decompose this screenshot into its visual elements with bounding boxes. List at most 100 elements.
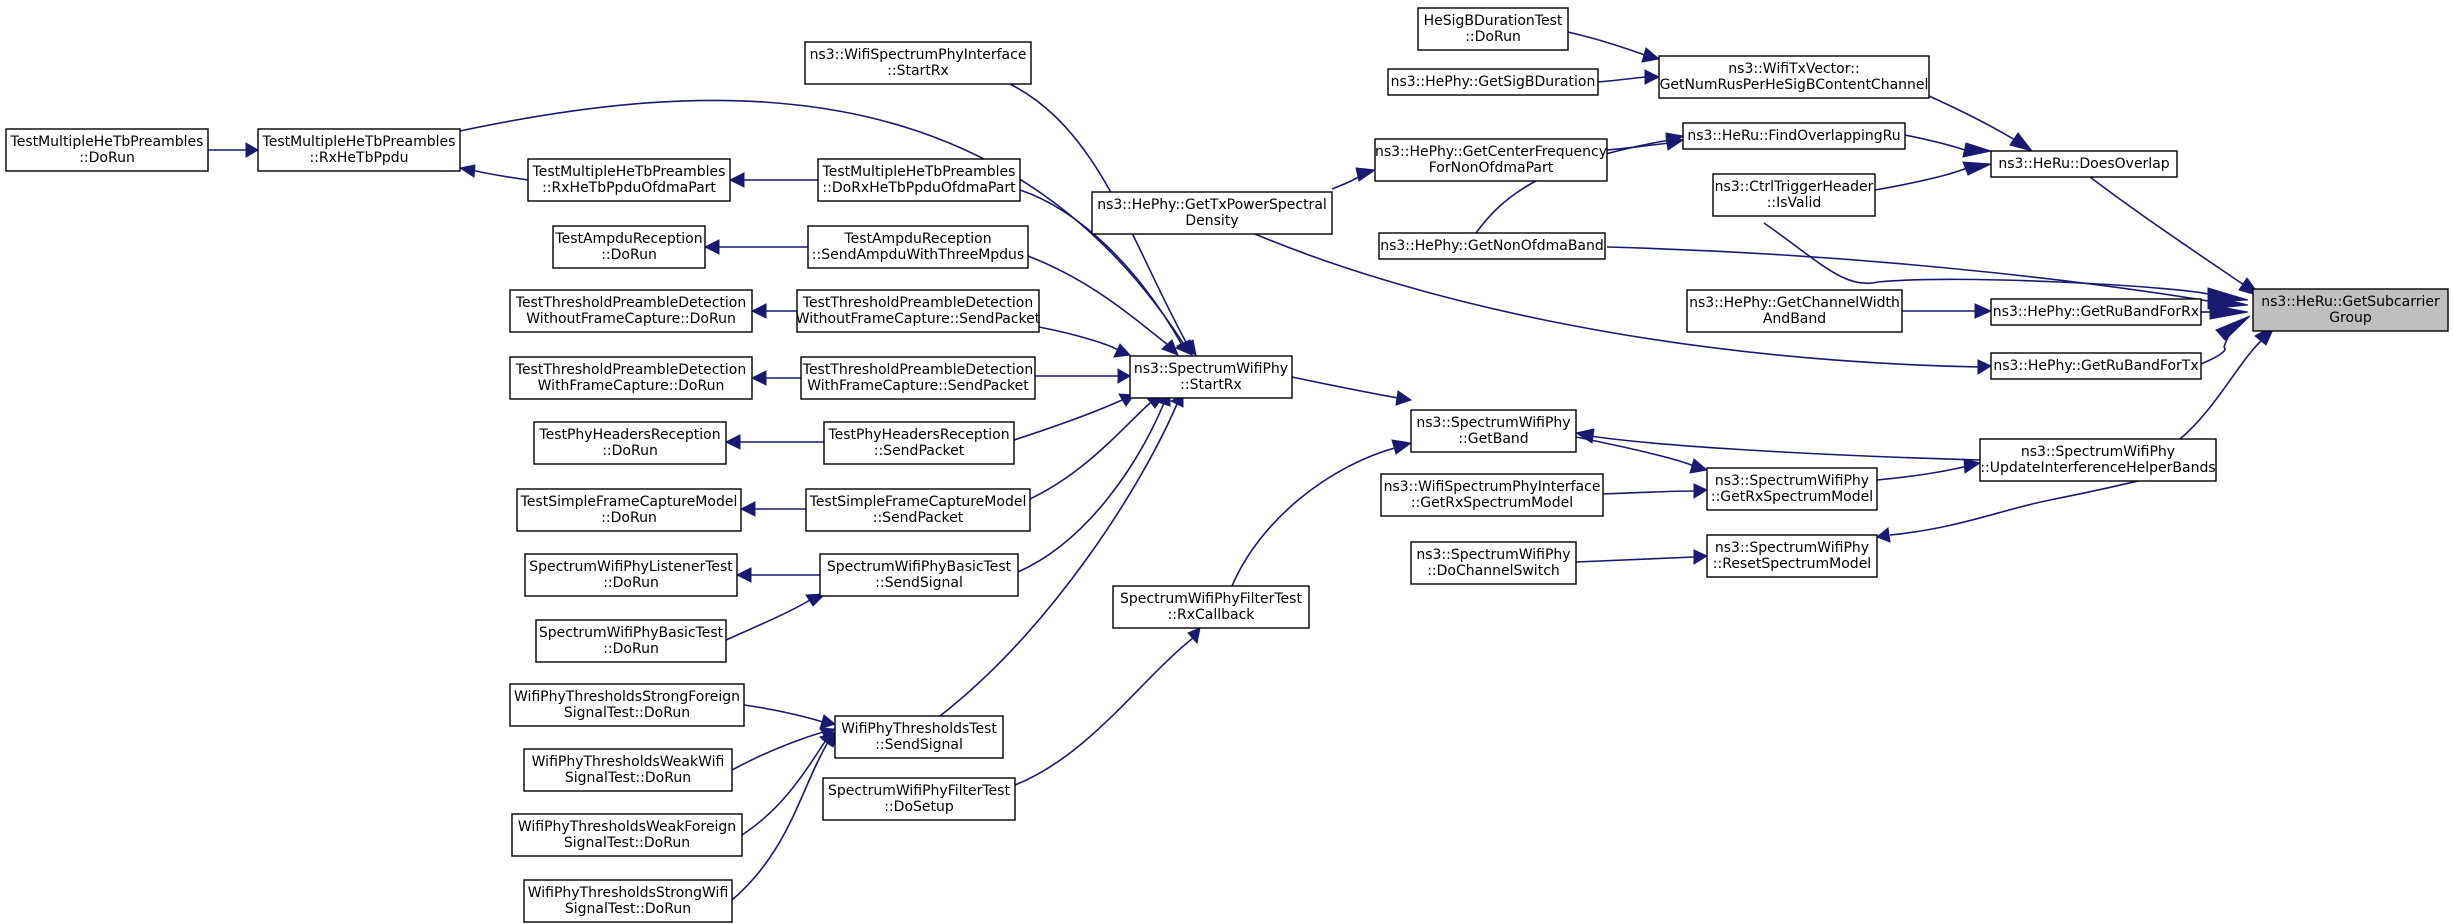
function-node[interactable]: TestThresholdPreambleDetectionWithoutFra…	[509, 289, 753, 333]
call-edge	[1902, 303, 1993, 319]
edge-line	[1763, 222, 2209, 295]
function-node[interactable]: TestThresholdPreambleDetectionWithFrameC…	[800, 356, 1036, 400]
arrow-head-icon	[750, 303, 767, 319]
node-label: ns3::SpectrumWifiPhy	[1416, 415, 1570, 431]
call-edge	[703, 239, 808, 255]
function-node[interactable]: SpectrumWifiPhyFilterTest::RxCallback	[1112, 585, 1310, 629]
function-node[interactable]: SpectrumWifiPhyListenerTest::DoRun	[524, 553, 738, 597]
function-node[interactable]: ns3::HePhy::GetRuBandForRx	[1990, 298, 2202, 326]
arrow-head-icon	[1962, 161, 1993, 176]
function-node[interactable]: SpectrumWifiPhyBasicTest::DoRun	[535, 619, 727, 663]
call-edge	[458, 164, 529, 181]
function-node[interactable]: ns3::WifiSpectrumPhyInterface::GetRxSpec…	[1380, 473, 1604, 517]
node-label: ns3::WifiSpectrumPhyInterface	[810, 47, 1027, 63]
function-node[interactable]: ns3::WifiSpectrumPhyInterface::StartRx	[804, 41, 1032, 85]
function-node[interactable]: HeSigBDurationTest::DoRun	[1417, 7, 1569, 51]
node-label: TestMultipleHeTbPreambles	[10, 134, 204, 150]
function-node[interactable]: WifiPhyThresholdsStrongForeignSignalTest…	[509, 683, 745, 727]
arrow-head-icon	[1665, 132, 1685, 148]
edge-line	[1575, 436, 1695, 467]
call-edge	[1606, 246, 2249, 310]
arrow-head-icon	[2207, 294, 2249, 310]
function-node[interactable]: WifiPhyThresholdsWeakWifiSignalTest::DoR…	[523, 748, 733, 792]
function-node[interactable]: TestPhyHeadersReception::SendPacket	[823, 421, 1015, 465]
arrow-head-icon	[728, 172, 745, 188]
function-node[interactable]: ns3::SpectrumWifiPhy::UpdateInterference…	[1979, 438, 2217, 482]
function-node[interactable]: ns3::HeRu::DoesOverlap	[1990, 150, 2178, 178]
call-edge	[743, 704, 837, 730]
node-box	[257, 128, 461, 172]
node-label: WifiPhyThresholdsStrongForeign	[514, 689, 740, 705]
function-node[interactable]: TestSimpleFrameCaptureModel::DoRun	[516, 488, 742, 532]
arrow-head-icon	[2209, 304, 2249, 320]
arrow-head-icon	[1977, 359, 1993, 375]
arrow-head-icon	[1187, 627, 1201, 645]
function-node[interactable]: TestAmpduReception::DoRun	[552, 225, 706, 269]
call-edge	[1597, 69, 1661, 85]
function-node[interactable]: TestThresholdPreambleDetectionWithFrameC…	[509, 356, 753, 400]
function-node[interactable]: SpectrumWifiPhyFilterTest::DoSetup	[822, 777, 1016, 821]
function-node[interactable]: SpectrumWifiPhyBasicTest::SendSignal	[819, 553, 1019, 597]
edge-line	[1291, 376, 1399, 399]
node-box	[509, 356, 753, 400]
function-node[interactable]: ns3::SpectrumWifiPhy::StartRx	[1129, 355, 1293, 399]
node-label: ::DoSetup	[884, 799, 954, 815]
call-edge	[724, 434, 824, 450]
function-node[interactable]: TestMultipleHeTbPreambles::RxHeTbPpdu	[257, 128, 461, 172]
call-edge	[1231, 439, 1413, 587]
function-node[interactable]: ns3::HePhy::GetRuBandForTx	[1990, 352, 2202, 380]
call-edge	[1331, 167, 1377, 190]
node-box	[552, 225, 706, 269]
function-node[interactable]: ns3::HePhy::GetSigBDuration	[1387, 68, 1599, 96]
function-node[interactable]: TestSimpleFrameCaptureModel::SendPacket	[805, 488, 1031, 532]
call-edge	[2201, 304, 2249, 320]
function-node[interactable]: ns3::HeRu::FindOverlappingRu	[1682, 122, 1906, 150]
node-label: ns3::CtrlTriggerHeader	[1715, 179, 1874, 195]
node-box	[817, 158, 1021, 202]
function-node[interactable]: ns3::SpectrumWifiPhy::DoChannelSwitch	[1410, 541, 1577, 585]
edge-line	[1602, 490, 1695, 495]
node-label: ::DoRxHeTbPpduOfdmaPart	[822, 180, 1016, 196]
function-node[interactable]: TestAmpduReception::SendAmpduWithThreeMp…	[807, 225, 1029, 269]
node-label: ns3::HePhy::GetRuBandForRx	[1993, 304, 2199, 320]
node-box	[1712, 173, 1876, 217]
arrow-head-icon	[1974, 303, 1993, 319]
function-node[interactable]: ns3::HePhy::GetCenterFrequencyForNonOfdm…	[1374, 138, 1608, 182]
edge-line	[1027, 255, 1169, 346]
node-box	[1686, 289, 1903, 333]
call-edge	[1602, 483, 1709, 499]
node-label: TestThresholdPreambleDetection	[515, 362, 746, 378]
node-label: ns3::SpectrumWifiPhy	[1134, 361, 1288, 377]
function-node[interactable]: TestMultipleHeTbPreambles::DoRun	[5, 128, 209, 172]
node-label: ::GetRxSpectrumModel	[1411, 495, 1573, 511]
node-label: SignalTest::DoRun	[565, 770, 691, 786]
function-node[interactable]: WifiPhyThresholdsWeakForeignSignalTest::…	[511, 813, 743, 857]
node-label: WifiPhyThresholdsStrongWifi	[528, 885, 729, 901]
node-box	[822, 777, 1016, 821]
function-node[interactable]: ns3::WifiTxVector::GetNumRusPerHeSigBCon…	[1658, 55, 1930, 99]
edge-line	[1017, 402, 1165, 573]
function-node[interactable]: WifiPhyThresholdsStrongWifiSignalTest::D…	[523, 879, 733, 923]
call-edge	[208, 142, 259, 158]
function-node[interactable]: ns3::SpectrumWifiPhy::GetRxSpectrumModel	[1706, 467, 1878, 511]
function-node[interactable]: ns3::SpectrumWifiPhy::GetBand	[1410, 409, 1577, 453]
function-node[interactable]: ns3::CtrlTriggerHeader::IsValid	[1712, 173, 1876, 217]
node-label: SpectrumWifiPhyBasicTest	[827, 559, 1012, 575]
function-node[interactable]: TestThresholdPreambleDetectionWithoutFra…	[796, 289, 1041, 333]
function-node[interactable]: TestMultipleHeTbPreambles::DoRxHeTbPpduO…	[817, 158, 1021, 202]
edge-line	[1475, 139, 1671, 234]
edge-line	[1876, 465, 1968, 481]
function-node[interactable]: TestMultipleHeTbPreambles::RxHeTbPpduOfd…	[527, 158, 731, 202]
function-node[interactable]: ns3::SpectrumWifiPhy::ResetSpectrumModel	[1706, 534, 1878, 578]
node-label: WithoutFrameCapture::SendPacket	[796, 311, 1041, 327]
node-box	[5, 128, 209, 172]
function-node[interactable]: ns3::HePhy::GetNonOfdmaBand	[1378, 232, 1606, 260]
function-node[interactable]: TestPhyHeadersReception::DoRun	[533, 421, 727, 465]
arrow-head-icon	[1644, 69, 1661, 85]
edge-line	[741, 739, 827, 836]
node-label: TestMultipleHeTbPreambles	[262, 134, 456, 150]
function-node[interactable]: WifiPhyThresholdsTest::SendSignal	[834, 715, 1004, 759]
